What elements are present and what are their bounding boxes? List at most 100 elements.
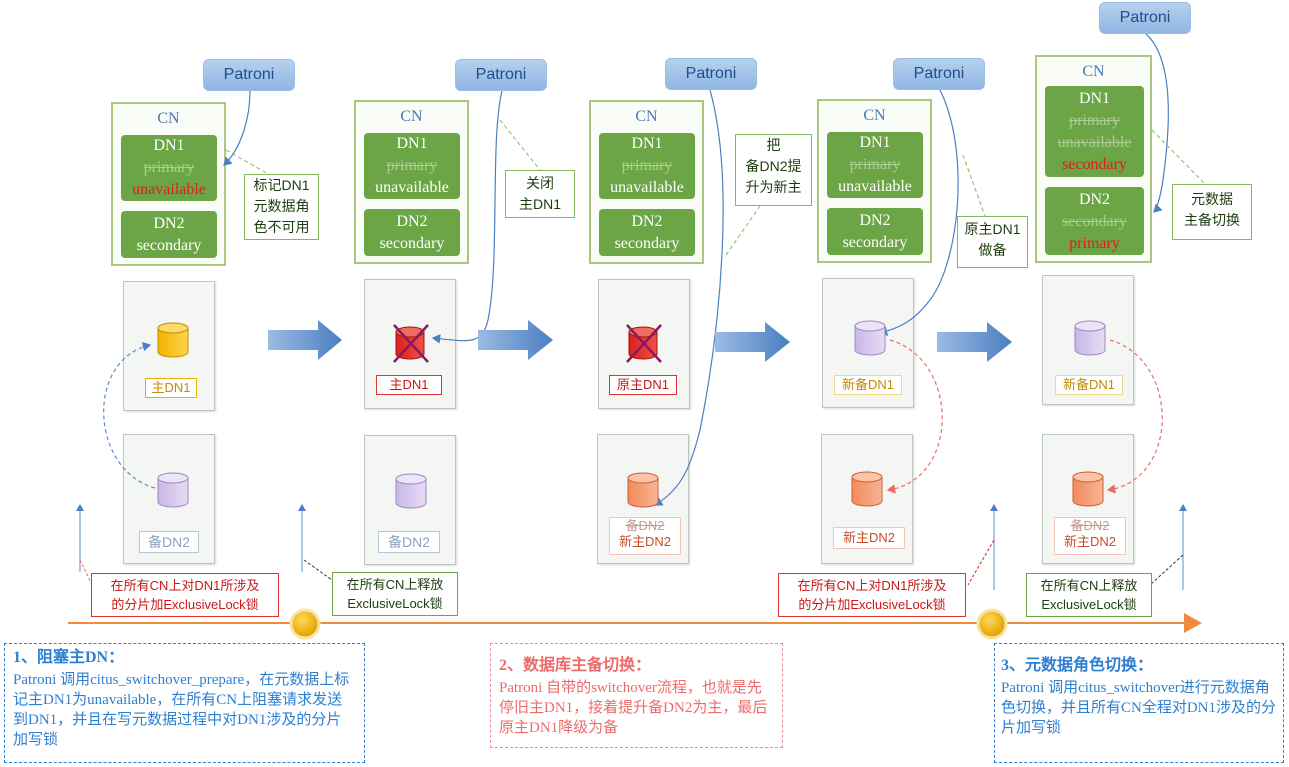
old-role-label: 备DN2	[1070, 518, 1110, 533]
database-cylinder-stopped-3	[626, 324, 662, 363]
replication-link-4	[886, 339, 943, 494]
cn-box-stage5: CN DN1 primary unavailable secondary DN2…	[1035, 55, 1152, 263]
dn2-role: secondary	[614, 235, 680, 252]
lock-text-line: 的分片加ExclusiveLock锁	[798, 597, 946, 612]
patroni-link-1	[223, 90, 251, 166]
dn1-metadata: DN1 primary unavailable	[827, 132, 923, 198]
dn2-name: DN2	[859, 212, 891, 229]
phase-title: 2、数据库主备切换：	[499, 657, 652, 674]
dn1-status: unavailable	[610, 179, 684, 196]
tag-new-primary-dn2: 新主DN2	[833, 527, 905, 549]
phase-title: 1、阻塞主DN：	[13, 649, 125, 666]
note-line: 元数据角	[253, 198, 310, 214]
tag-primary-dn1: 主DN1	[145, 378, 197, 398]
note-demote-dn1: 原主DN1 做备	[957, 216, 1028, 268]
tag-standby-dn2: 备DN2	[378, 531, 440, 553]
note-line: 主备切换	[1184, 212, 1240, 228]
dn1-name: DN1	[631, 135, 663, 152]
cn-box-stage3: CN DN1 primary unavailable DN2 secondary	[589, 100, 704, 264]
dn2-metadata: DN2 secondary	[599, 209, 695, 256]
dn2-role: secondary	[842, 234, 908, 251]
callout-line-3	[725, 205, 761, 256]
dn1-metadata: DN1 primary unavailable	[364, 133, 460, 199]
tag-former-primary-dn1: 原主DN1	[609, 375, 677, 395]
patroni-box-1: Patroni	[203, 59, 295, 91]
phase-box-metadata-switch: 3、元数据角色切换： Patroni 调用citus_switchover进行元…	[994, 643, 1284, 763]
cn-label: CN	[1082, 63, 1105, 80]
lock-acquire-box-2: 在所有CN上对DN1所涉及 的分片加ExclusiveLock锁	[778, 573, 966, 617]
database-cylinder-standby-2	[395, 473, 427, 509]
lock-connector	[967, 539, 995, 586]
lock-connector	[303, 559, 333, 581]
tag-standby-dn2: 备DN2	[139, 531, 199, 553]
patroni-box-4: Patroni	[893, 58, 985, 90]
dn1-old-role: primary	[386, 157, 438, 174]
note-line: 主DN1	[518, 196, 561, 212]
tag-standby-to-primary: 备DN2 新主DN2	[609, 517, 681, 555]
flow-arrow-1	[268, 320, 342, 360]
dn1-old-role: primary	[621, 157, 673, 174]
new-role-label: 新主DN2	[1063, 534, 1116, 549]
flow-arrow-3	[715, 322, 790, 362]
patroni-link-2	[431, 90, 503, 344]
note-metadata-switch: 元数据 主备切换	[1172, 184, 1252, 240]
patroni-box-3: Patroni	[665, 58, 757, 90]
dn1-metadata: DN1 primary unavailable	[121, 135, 217, 201]
lock-text-line: 在所有CN上释放	[1040, 578, 1138, 593]
tag-standby-to-primary: 备DN2 新主DN2	[1054, 517, 1126, 555]
dn2-role: secondary	[136, 237, 202, 254]
patroni-link-3	[653, 89, 724, 506]
phase-box-block-primary: 1、阻塞主DN： Patroni 调用citus_switchover_prep…	[4, 643, 365, 763]
tag-new-standby-dn1: 新备DN1	[1055, 375, 1123, 395]
dn2-new-role: primary	[1069, 235, 1120, 252]
dn1-status: unavailable	[838, 178, 912, 195]
cn-box-stage1: CN DN1 primary unavailable DN2 secondary	[111, 102, 226, 266]
patroni-box-2: Patroni	[455, 59, 547, 91]
phase-box-database-switchover: 2、数据库主备切换： Patroni 自带的switchover流程，也就是先停…	[490, 643, 783, 748]
database-cylinder-new-primary-5	[1072, 471, 1104, 507]
database-cylinder-new-standby-4	[854, 320, 886, 356]
dn1-metadata: DN1 primary unavailable secondary	[1045, 86, 1144, 177]
replication-link-5	[1106, 339, 1163, 494]
dn2-metadata: DN2 secondary	[364, 209, 460, 256]
database-cylinder-new-standby-5	[1074, 320, 1106, 356]
milestone-marker-2	[976, 608, 1008, 640]
dn1-metadata: DN1 primary unavailable	[599, 133, 695, 199]
cn-box-stage4: CN DN1 primary unavailable DN2 secondary	[817, 99, 932, 263]
database-cylinder-promoted-3	[627, 472, 659, 508]
dn2-metadata: DN2 secondary	[827, 208, 923, 255]
dn2-name: DN2	[396, 213, 428, 230]
dn1-old-role: primary	[143, 159, 195, 176]
lock-text-line: 在所有CN上释放	[346, 577, 444, 592]
dn1-status: unavailable	[132, 181, 206, 198]
tag-new-standby-dn1: 新备DN1	[834, 375, 902, 395]
note-line: 做备	[978, 242, 1007, 258]
tag-primary-dn1: 主DN1	[376, 375, 442, 395]
callout-line-5	[1151, 129, 1206, 185]
callout-line-1	[225, 149, 271, 176]
new-role-label: 新主DN2	[618, 534, 671, 549]
database-cylinder-primary-1	[157, 322, 189, 358]
callout-line-4	[962, 154, 986, 217]
note-shutdown-dn1: 关闭 主DN1	[505, 170, 575, 218]
dn1-name: DN1	[396, 135, 428, 152]
phase-title: 3、元数据角色切换：	[1001, 657, 1154, 674]
note-mark-unavailable: 标记DN1 元数据角 色不可用	[244, 174, 319, 240]
dn1-name: DN1	[859, 134, 891, 151]
phase-description: Patroni 调用citus_switchover进行元数据角色切换，并且所有…	[1001, 680, 1277, 736]
lock-release-box-2: 在所有CN上释放 ExclusiveLock锁	[1026, 573, 1152, 617]
phase-description: Patroni 自带的switchover流程，也就是先停旧主DN1，接着提升备…	[499, 680, 768, 736]
lock-text-line: 在所有CN上对DN1所涉及	[797, 578, 947, 593]
note-line: 升为新主	[745, 179, 802, 195]
cn-label: CN	[863, 107, 886, 124]
note-line: 备DN2提	[745, 158, 802, 174]
note-line: 元数据	[1191, 191, 1233, 207]
old-role-label: 备DN2	[625, 518, 665, 533]
lock-text-line: ExclusiveLock锁	[347, 596, 443, 611]
patroni-link-4	[878, 89, 959, 336]
cn-label: CN	[635, 108, 658, 125]
lock-text-line: ExclusiveLock锁	[1041, 597, 1137, 612]
dn1-old-role: primary	[849, 156, 901, 173]
dn1-name: DN1	[1078, 90, 1111, 107]
